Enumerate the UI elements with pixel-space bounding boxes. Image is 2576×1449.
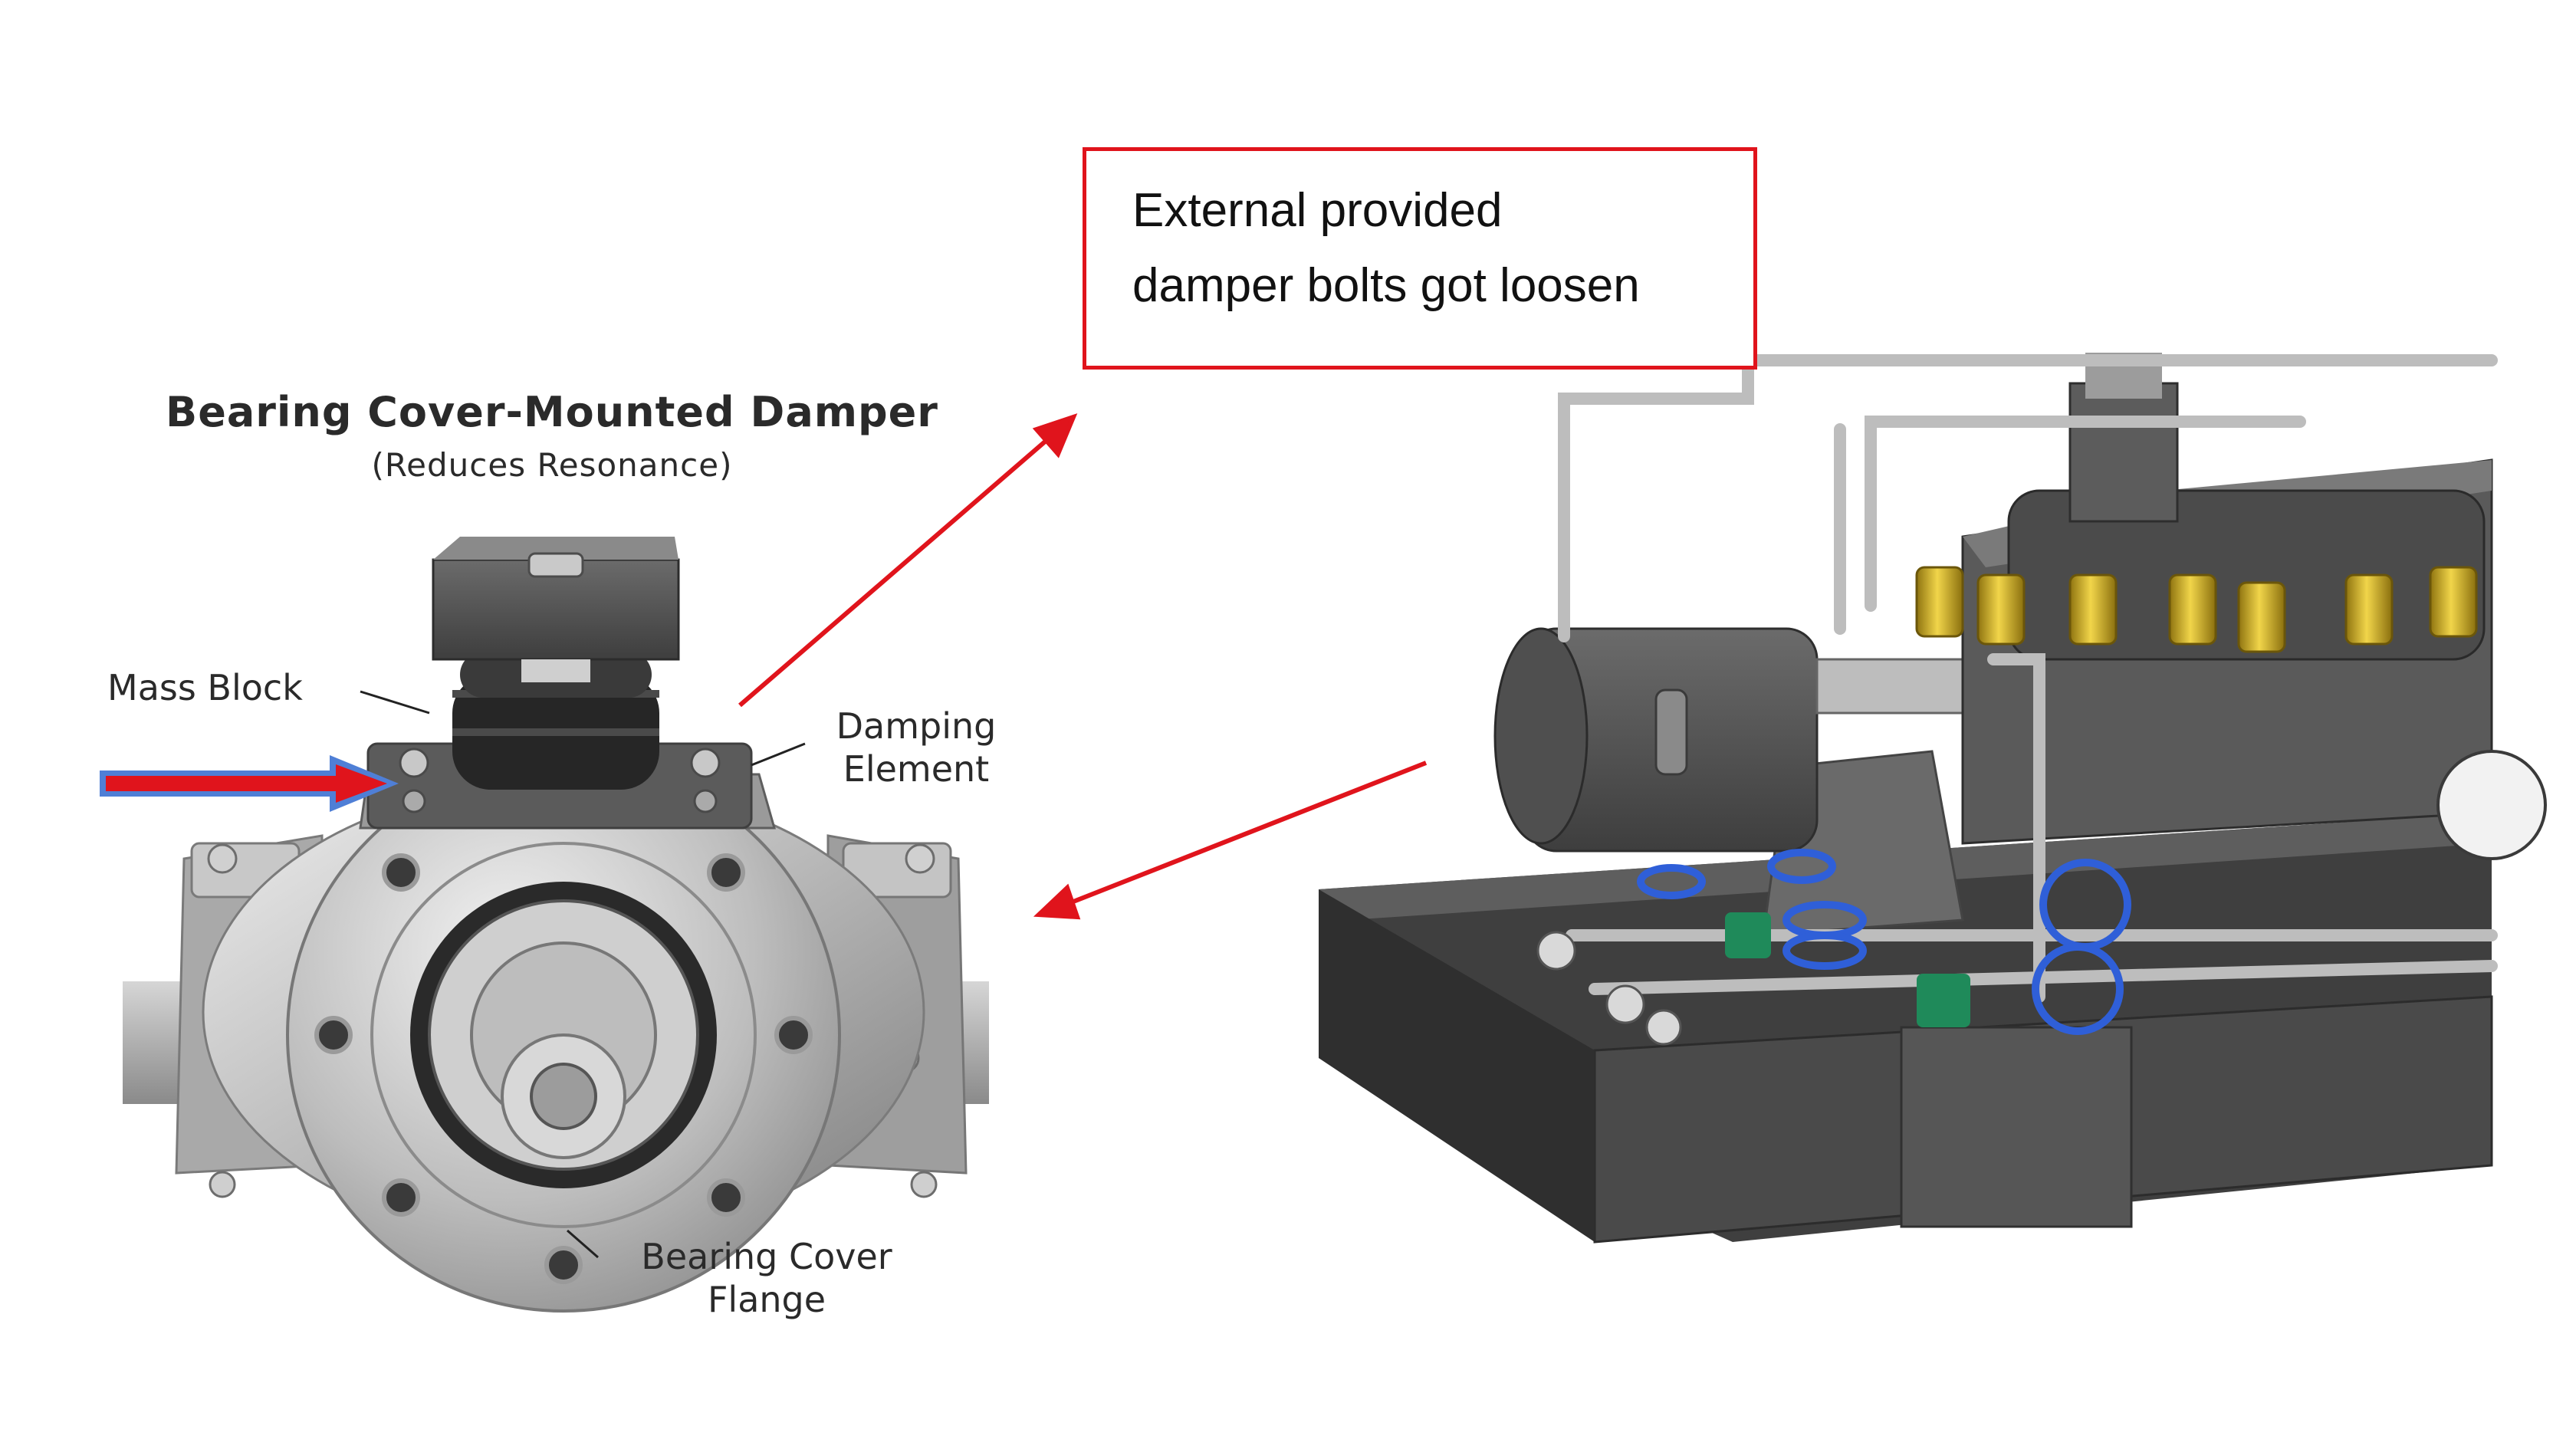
diagram-subtitle: (Reduces Resonance) (371, 446, 733, 484)
label-damping-element-line1: Damping (836, 705, 997, 747)
blue-valve-handwheels (1637, 849, 2131, 1035)
callout-text-line1: External provided (1132, 184, 1503, 237)
callout-text-line2: damper bolts got loosen (1132, 259, 1640, 312)
casing-brass-bolts (1915, 566, 2478, 653)
callout-arrows (738, 413, 1428, 920)
label-mass-block: Mass Block (107, 667, 303, 708)
instrument-piping (1558, 354, 2498, 1003)
pipe-fittings (1536, 931, 1682, 1046)
label-bearing-cover-flange-line1: Bearing Cover (641, 1236, 892, 1277)
label-damping-element-line2: Element (843, 748, 990, 790)
green-valve-bodies (1725, 912, 1970, 1027)
bearing-housing-illustration (123, 537, 989, 1313)
label-bearing-cover-flange-line2: Flange (707, 1279, 826, 1320)
diagram-title: Bearing Cover-Mounted Damper (166, 388, 938, 436)
pump-skid-illustration (1319, 353, 2547, 1244)
callout-box: External provided damper bolts got loose… (1083, 147, 1757, 370)
bolt-pointer-arrow (100, 755, 399, 812)
label-leader-lines (360, 690, 806, 1259)
